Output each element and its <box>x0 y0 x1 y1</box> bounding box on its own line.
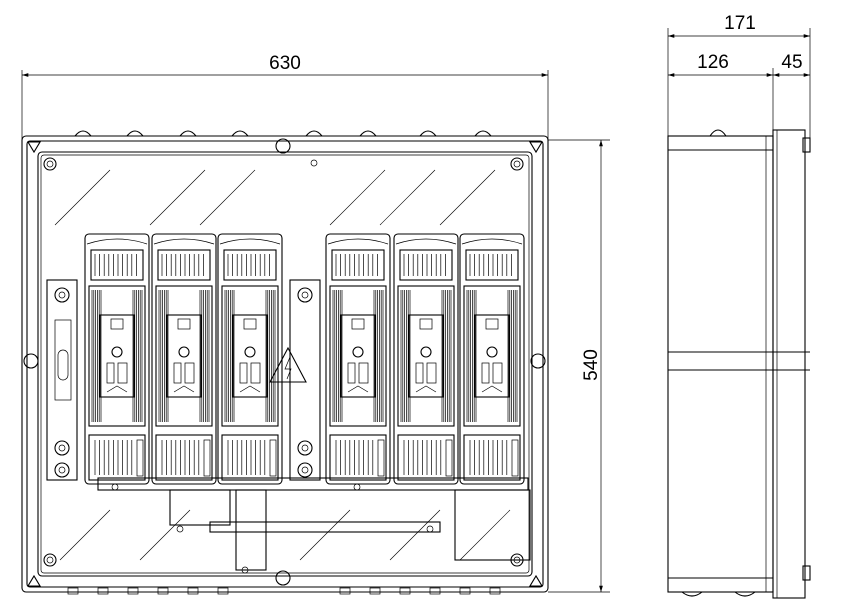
corner-screws <box>43 157 524 567</box>
corner-triangle-icon <box>27 141 41 154</box>
dimension-depth-side: 171 126 45 <box>667 13 811 140</box>
corner-triangle-icon <box>529 141 543 154</box>
busbar-assembly <box>97 477 531 574</box>
fuse-switch-unit <box>84 233 150 485</box>
fuse-switch-unit <box>217 233 283 485</box>
dimension-label-126: 126 <box>697 52 729 73</box>
dimension-label-540: 540 <box>581 349 602 381</box>
bottom-cable-glands <box>67 587 501 595</box>
corner-triangle-icon <box>529 574 543 587</box>
top-cable-glands <box>74 130 492 137</box>
warning-triangle-icon <box>269 346 307 383</box>
dimension-label-171: 171 <box>724 13 756 34</box>
fuse-switch-unit <box>459 233 525 485</box>
enclosure-side-view <box>667 129 811 599</box>
left-terminal-rail <box>46 279 78 481</box>
fuse-switch-unit <box>151 233 217 485</box>
fuse-units <box>84 233 525 485</box>
corner-triangle-icon <box>27 574 41 587</box>
dimension-width-front: 630 <box>21 53 549 140</box>
dimension-label-45: 45 <box>781 52 802 73</box>
fuse-switch-unit <box>325 233 391 485</box>
glass-hatching <box>54 169 511 561</box>
dimension-label-630: 630 <box>269 53 301 74</box>
middle-terminal-rail <box>269 279 321 481</box>
dimension-height-front: 540 <box>548 139 610 593</box>
enclosure-front-view <box>21 130 549 595</box>
fuse-switch-unit <box>393 233 459 485</box>
